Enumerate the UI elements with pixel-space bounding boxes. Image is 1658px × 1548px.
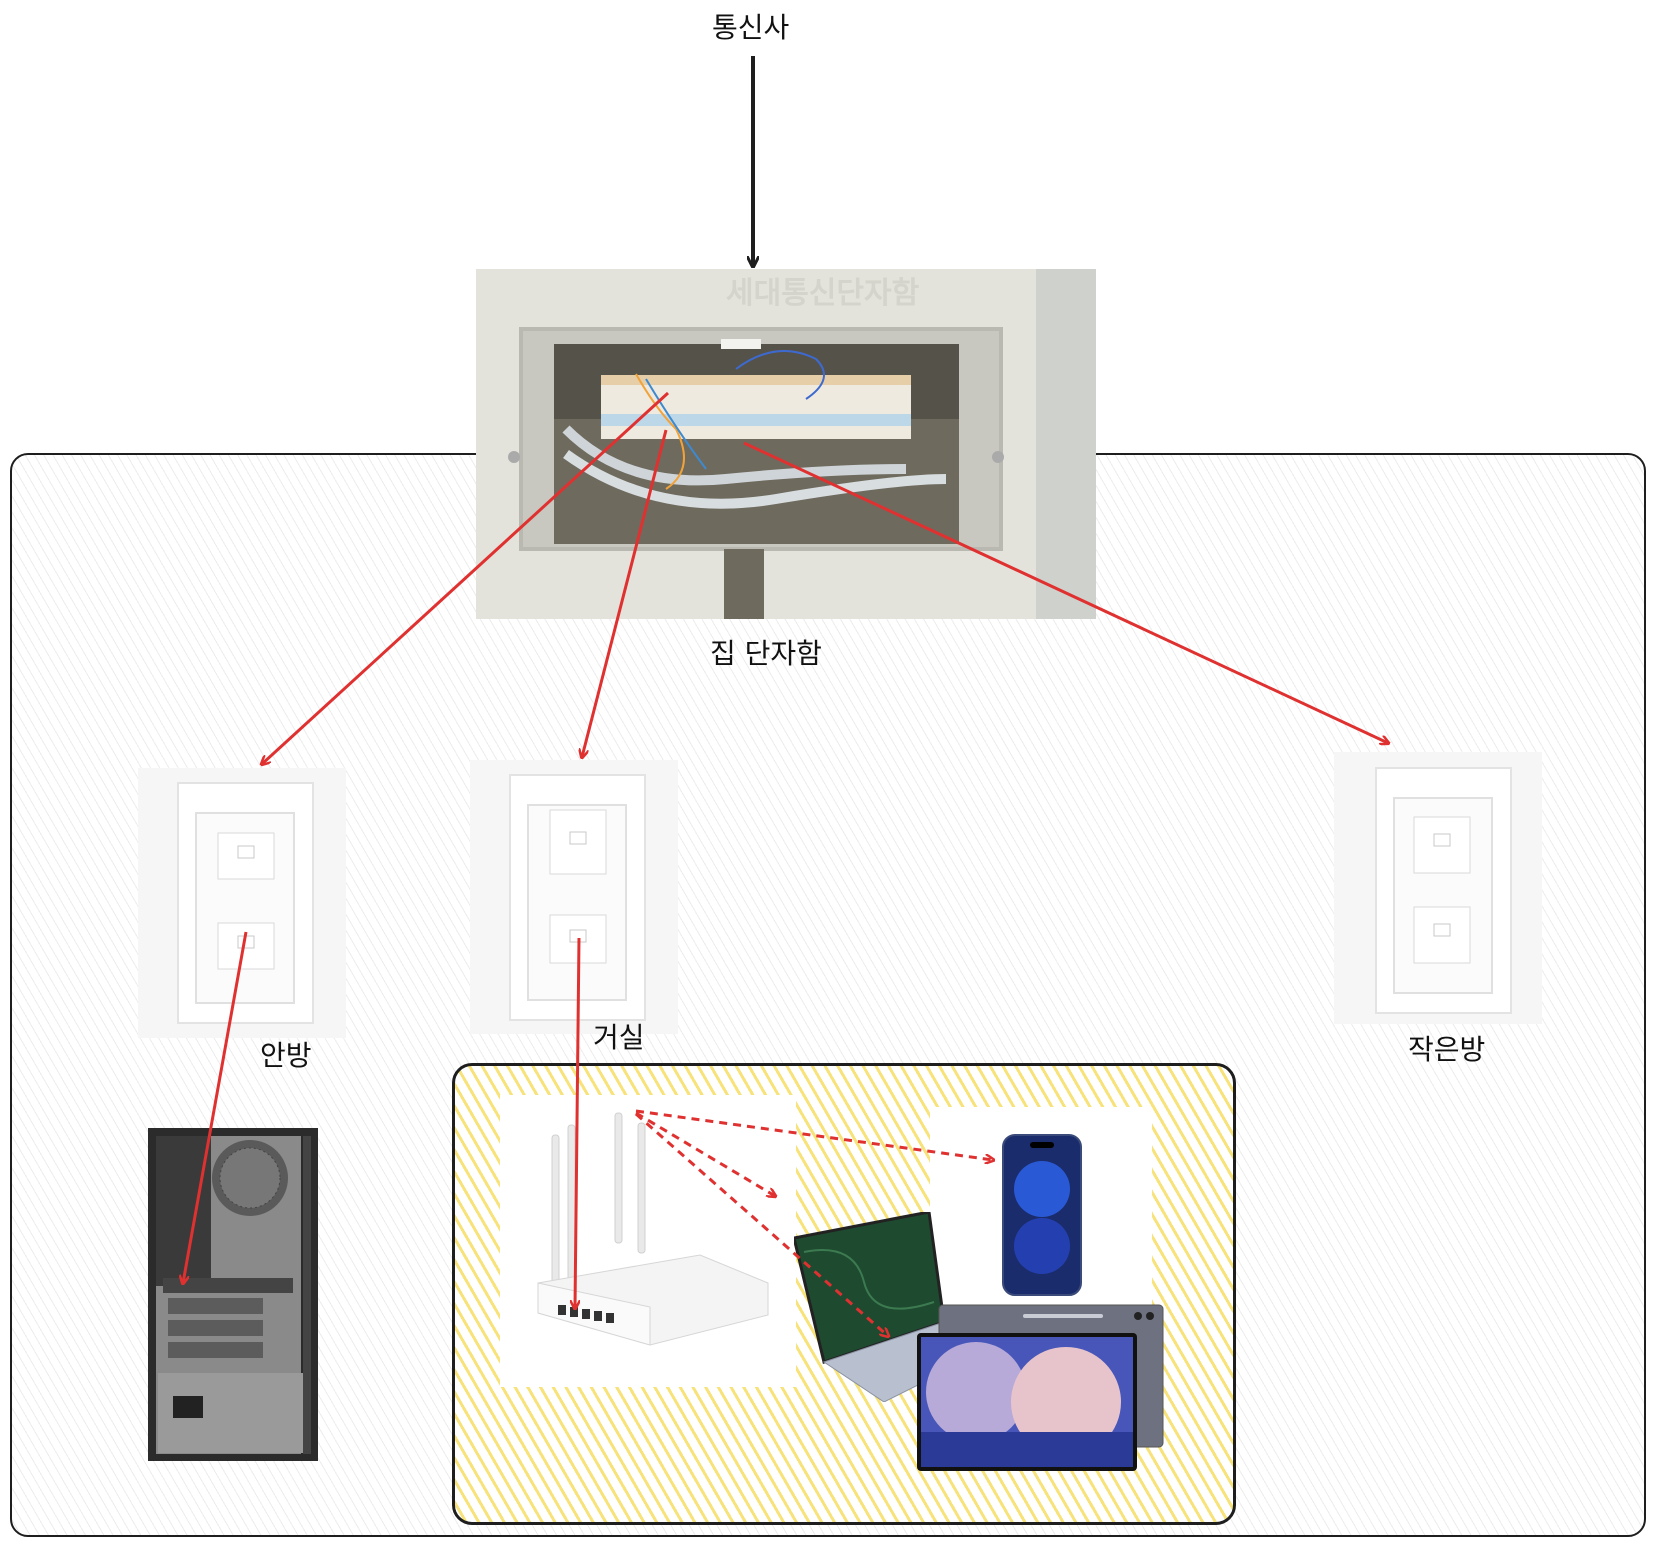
telecom-box-photo: 세대통신단자함 (476, 269, 1096, 619)
main-box-label: 집 단자함 (710, 637, 822, 670)
box-header-text: 세대통신단자함 (726, 276, 920, 311)
router-image (500, 1095, 796, 1387)
router-to-phone-arrow (635, 1109, 993, 1160)
outlet-illustration (1375, 767, 1512, 1014)
outlet-to-router-arrow (575, 937, 581, 1308)
box-to-master-bedroom-arrow (262, 391, 670, 764)
outlet-plate-master-bedroom (138, 768, 346, 1038)
living-room-label: 거실 (593, 1021, 645, 1054)
box-to-living-room-arrow (582, 429, 668, 757)
master-bedroom-label: 안방 (260, 1039, 312, 1072)
isp-label: 통신사 (712, 11, 790, 44)
outlet-plate-small-room (1334, 752, 1542, 1024)
tablet-front-image (916, 1332, 1138, 1472)
outlet-illustration (177, 782, 314, 1024)
telecom-box-illustration: 세대통신단자함 (476, 269, 1096, 619)
desktop-pc-image (148, 1128, 318, 1461)
router-to-tablet-arrow (635, 1112, 888, 1336)
box-to-small-room-arrow (743, 441, 1388, 743)
smartphone-image (1002, 1134, 1082, 1296)
outlet-to-pc-arrow (183, 931, 248, 1283)
router-to-laptop-arrow (635, 1111, 775, 1196)
small-room-label: 작은방 (1408, 1033, 1486, 1066)
